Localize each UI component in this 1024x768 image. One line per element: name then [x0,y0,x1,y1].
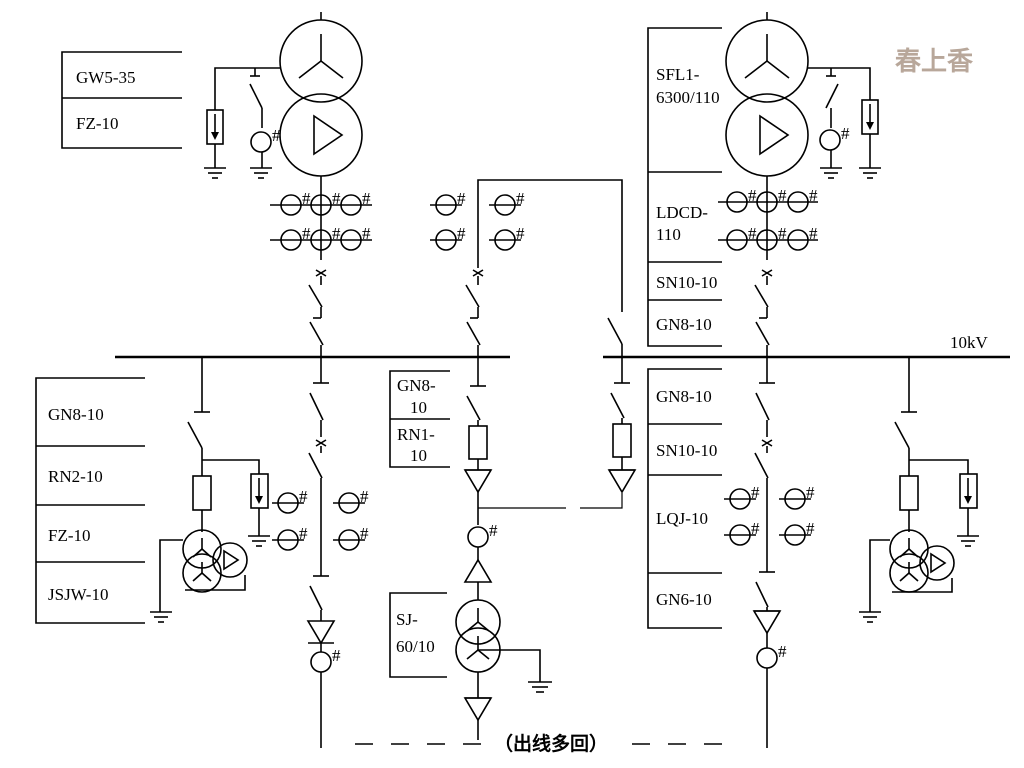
ct-mark: # [362,189,371,208]
label-6300-110: 6300/110 [656,88,720,107]
ct-mark: # [302,189,311,208]
label-fz-10-top: FZ-10 [76,114,119,133]
label-110: 110 [656,225,681,244]
label-sn10-10-right: SN10-10 [656,441,717,460]
delta-symbol-icon [759,114,790,156]
label-gn8-10-left: GN8-10 [48,405,104,424]
label-gn8-10-mid: 10 [410,398,427,417]
left-feeder-label-frame [35,377,145,624]
watermark-logo: 春上香 [895,47,973,77]
pt-icon-right [859,357,979,623]
label-sn10-10-top: SN10-10 [656,273,717,292]
delta-symbol-icon [313,114,344,156]
label-gw5-35: GW5-35 [76,68,135,87]
ct-mark: # [360,487,369,506]
label-rn1-10: 10 [410,446,427,465]
ct-mark: # [806,519,815,538]
label-lqj-10: LQJ-10 [656,509,708,528]
middle-label-frame-upper [389,370,450,468]
pt-icon-left [150,357,270,623]
ct-mark: # [778,186,787,205]
transformer-left [279,12,363,192]
label-fz-10-left: FZ-10 [48,526,91,545]
neutral-equipment-right [808,67,881,179]
fuse-branch-right [607,357,637,494]
ct-mark: # [457,189,466,208]
label-gn8-10-right: GN8-10 [656,387,712,406]
station-service-branch [455,357,623,740]
ct-mark: # [332,189,341,208]
right-feeder-label-frame [647,368,722,629]
ct-mark: # [778,224,787,243]
ct-mark: # [516,224,525,243]
ct-mark: # [302,224,311,243]
middle-label-frame-lower [389,592,447,678]
ct-mark: # [272,126,281,145]
ct-mark: # [809,224,818,243]
label-60-10: 60/10 [396,637,435,656]
current-transformer-icon-group-left [270,192,372,357]
top-right-label-frame [647,27,722,347]
transformer-right [725,12,809,192]
ct-mark: # [299,487,308,506]
label-sj: SJ- [396,610,418,629]
neutral-equipment-left [204,67,280,179]
ct-mark: # [806,483,815,502]
ct-mark: # [748,186,757,205]
ct-mark: # [841,124,850,143]
bus-tie-upper [430,179,623,357]
left-feeder [272,357,365,748]
ct-mark: # [299,524,308,543]
ct-mark: # [362,224,371,243]
label-gn6-10: GN6-10 [656,590,712,609]
ct-mark: # [809,186,818,205]
wye-symbol-icon [744,34,790,79]
label-sfl1: SFL1- [656,65,700,84]
bus-voltage-label: 10kV [950,333,989,352]
label-gn8-10-top: GN8-10 [656,315,712,334]
label-rn2-10: RN2-10 [48,467,103,486]
ct-mark: # [778,642,787,661]
ct-mark: # [751,483,760,502]
label-jsjw-10: JSJW-10 [48,585,108,604]
current-transformer-icon-group-right [718,191,818,357]
label-rn1: RN1- [397,425,435,444]
ct-mark: # [457,224,466,243]
ct-mark: # [332,646,341,665]
ct-mark: # [751,519,760,538]
wye-symbol-icon [298,34,344,79]
ct-mark: # [360,524,369,543]
outlet-label: （出线多回） [494,732,608,755]
label-gn8: GN8- [397,376,436,395]
label-ldcd: LDCD- [656,203,708,222]
ct-mark: # [489,521,498,540]
top-left-label-frame [61,51,182,149]
ct-mark: # [516,189,525,208]
right-feeder [724,357,811,748]
ct-mark: # [332,224,341,243]
ct-mark: # [748,224,757,243]
